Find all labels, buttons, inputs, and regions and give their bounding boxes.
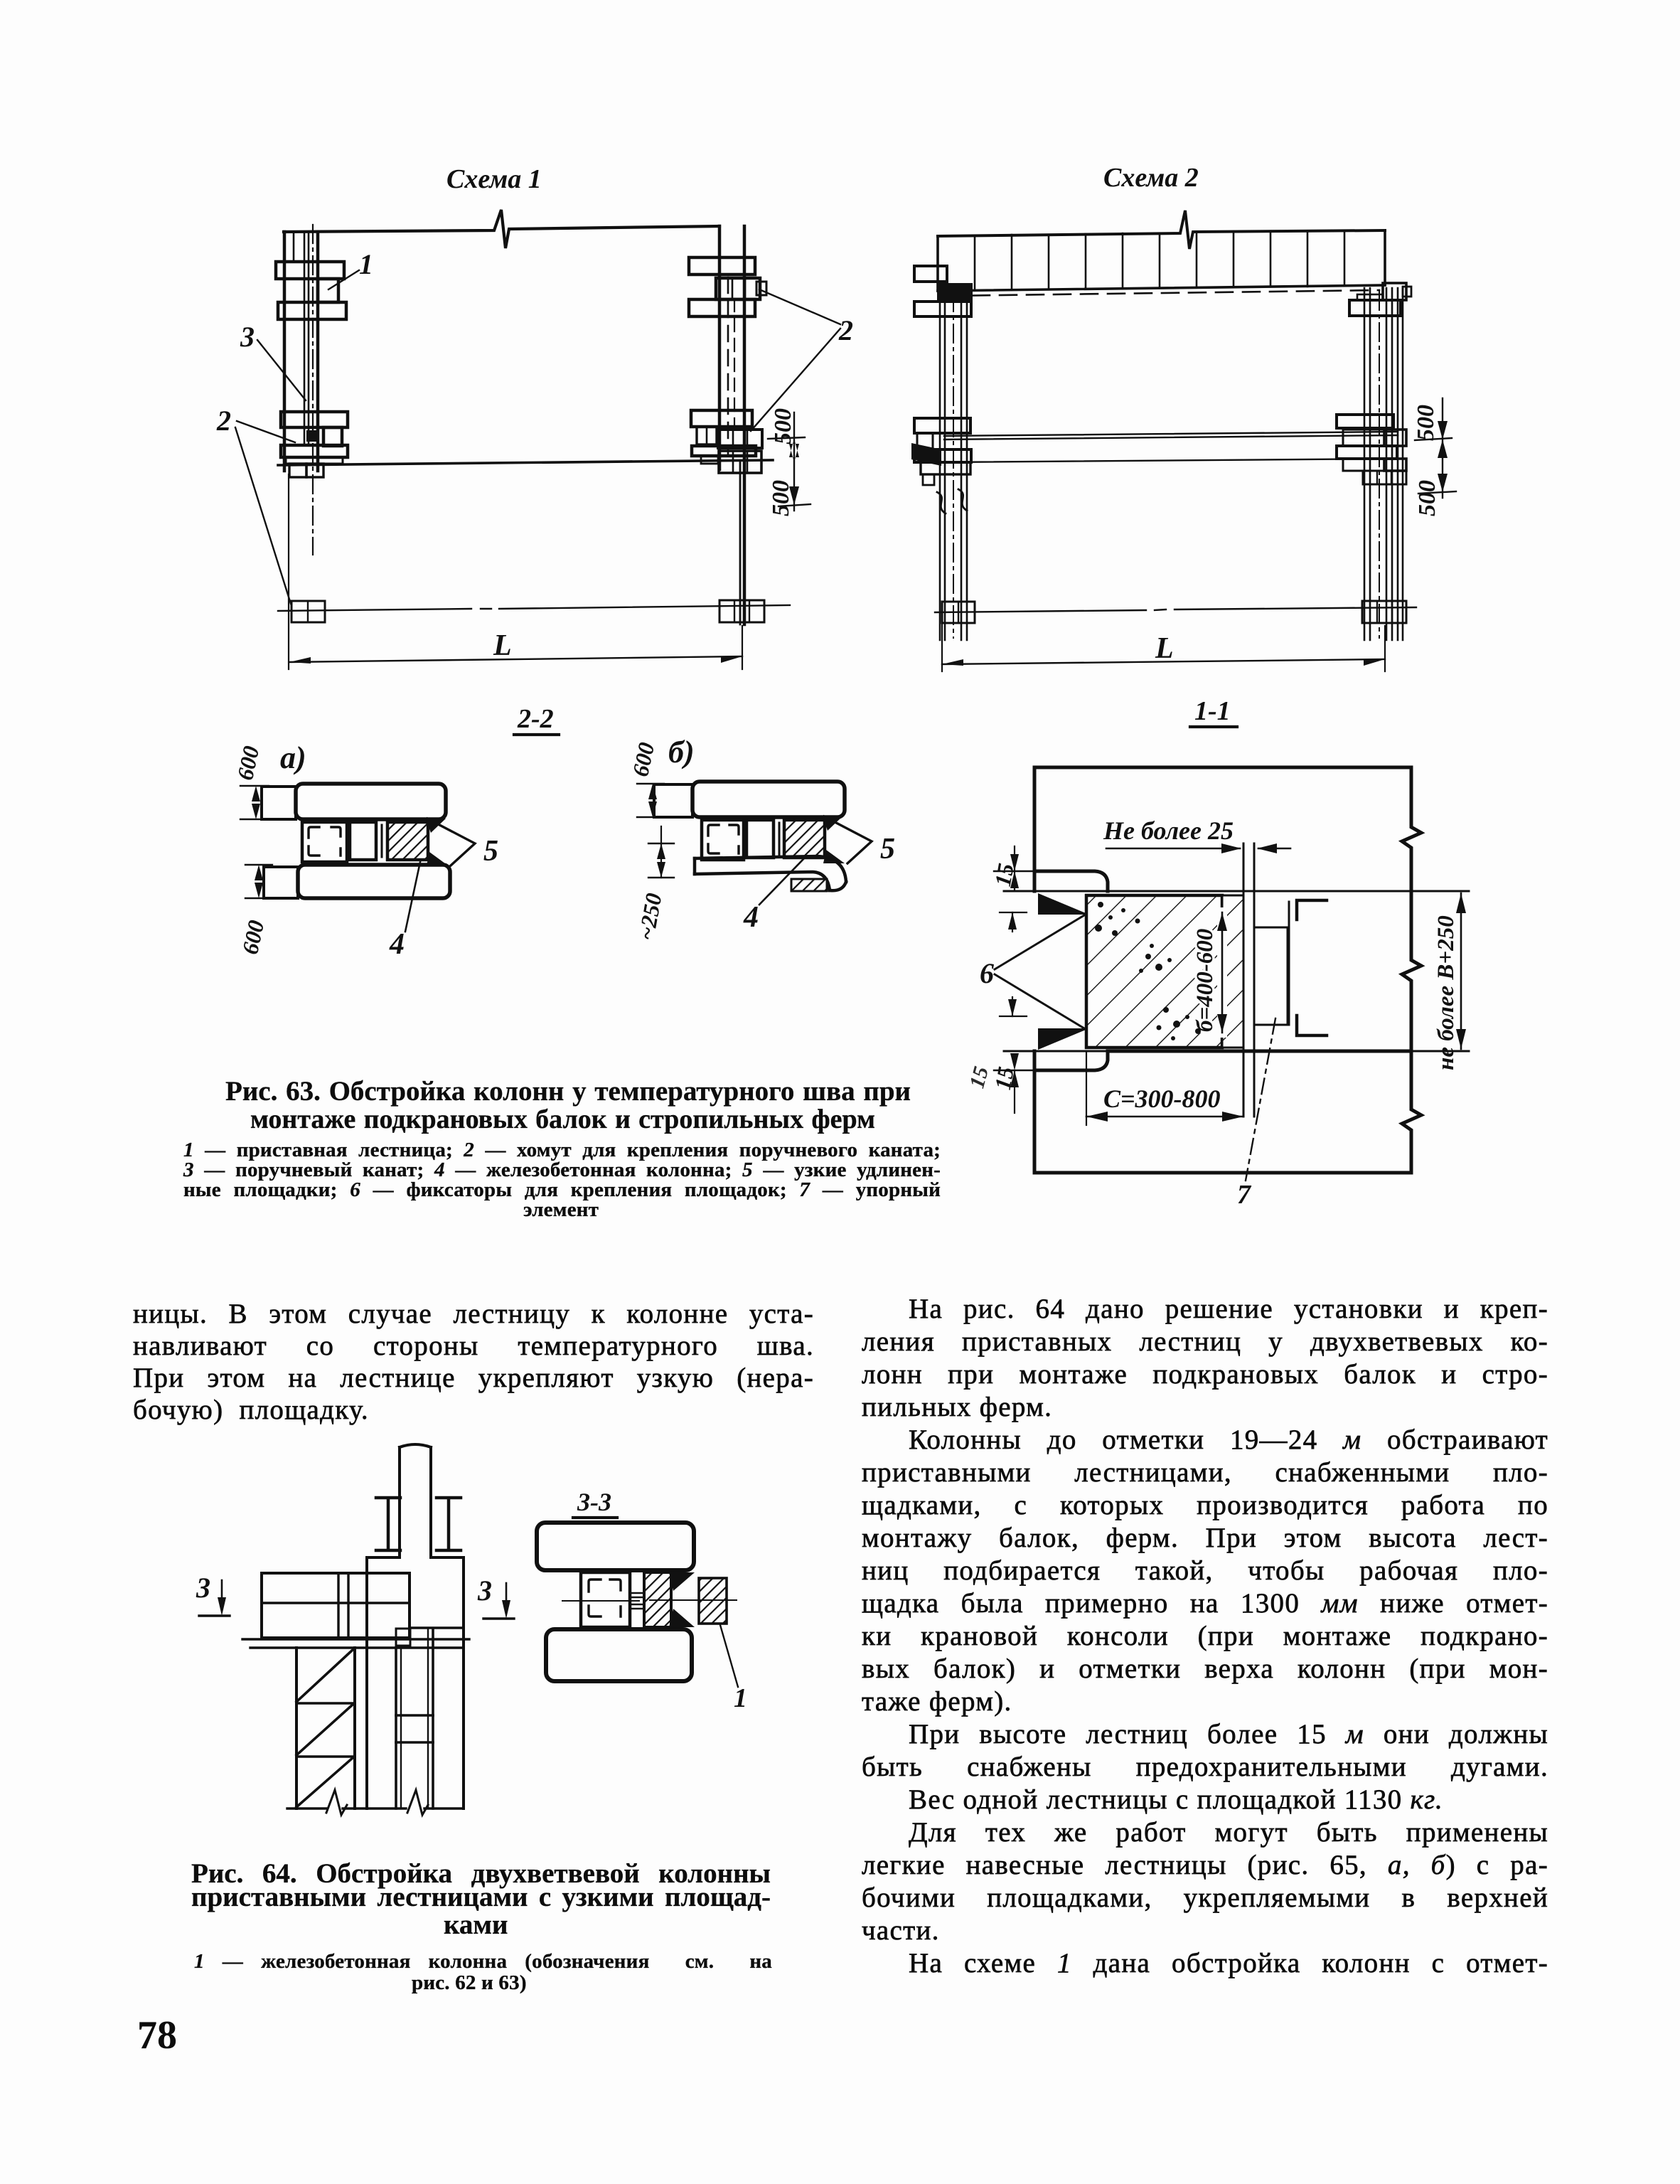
svg-text:Не более 25: Не более 25 (1103, 816, 1234, 845)
svg-text:600: 600 (627, 740, 659, 779)
svg-text:3-3: 3-3 (577, 1488, 611, 1516)
svg-text:600: 600 (232, 744, 264, 782)
svg-text:15: 15 (990, 1065, 1019, 1092)
svg-text:2-2: 2-2 (517, 704, 554, 734)
svg-text:500: 500 (770, 408, 796, 444)
svg-text:L: L (1155, 632, 1174, 665)
svg-text:2: 2 (216, 405, 231, 437)
svg-text:4: 4 (389, 928, 405, 961)
svg-text:б): б) (668, 735, 695, 769)
svg-text:3: 3 (240, 321, 255, 353)
svg-text:5: 5 (483, 835, 498, 868)
svg-text:Схема 2: Схема 2 (1103, 163, 1199, 193)
svg-text:5: 5 (880, 833, 895, 865)
svg-text:б=400-600: б=400-600 (1192, 929, 1218, 1032)
svg-text:500: 500 (1414, 480, 1440, 516)
svg-text:~250: ~250 (633, 891, 667, 942)
svg-text:6: 6 (980, 957, 994, 989)
svg-text:500: 500 (768, 480, 794, 516)
svg-text:а): а) (280, 740, 306, 775)
svg-text:не более В+250: не более В+250 (1433, 915, 1459, 1070)
svg-text:4: 4 (743, 901, 759, 934)
svg-text:3: 3 (477, 1575, 492, 1607)
svg-text:Схема 1: Схема 1 (446, 164, 542, 194)
svg-text:1: 1 (734, 1683, 747, 1713)
svg-text:3: 3 (196, 1572, 210, 1604)
svg-text:1-1: 1-1 (1194, 696, 1231, 726)
svg-text:600: 600 (237, 918, 269, 957)
svg-text:15: 15 (990, 861, 1019, 888)
svg-text:500: 500 (1413, 405, 1439, 441)
svg-text:1: 1 (359, 248, 373, 280)
svg-text:2: 2 (838, 314, 853, 346)
svg-text:7: 7 (1237, 1180, 1252, 1210)
svg-text:L: L (493, 629, 512, 662)
svg-text:С=300-800: С=300-800 (1103, 1085, 1221, 1113)
